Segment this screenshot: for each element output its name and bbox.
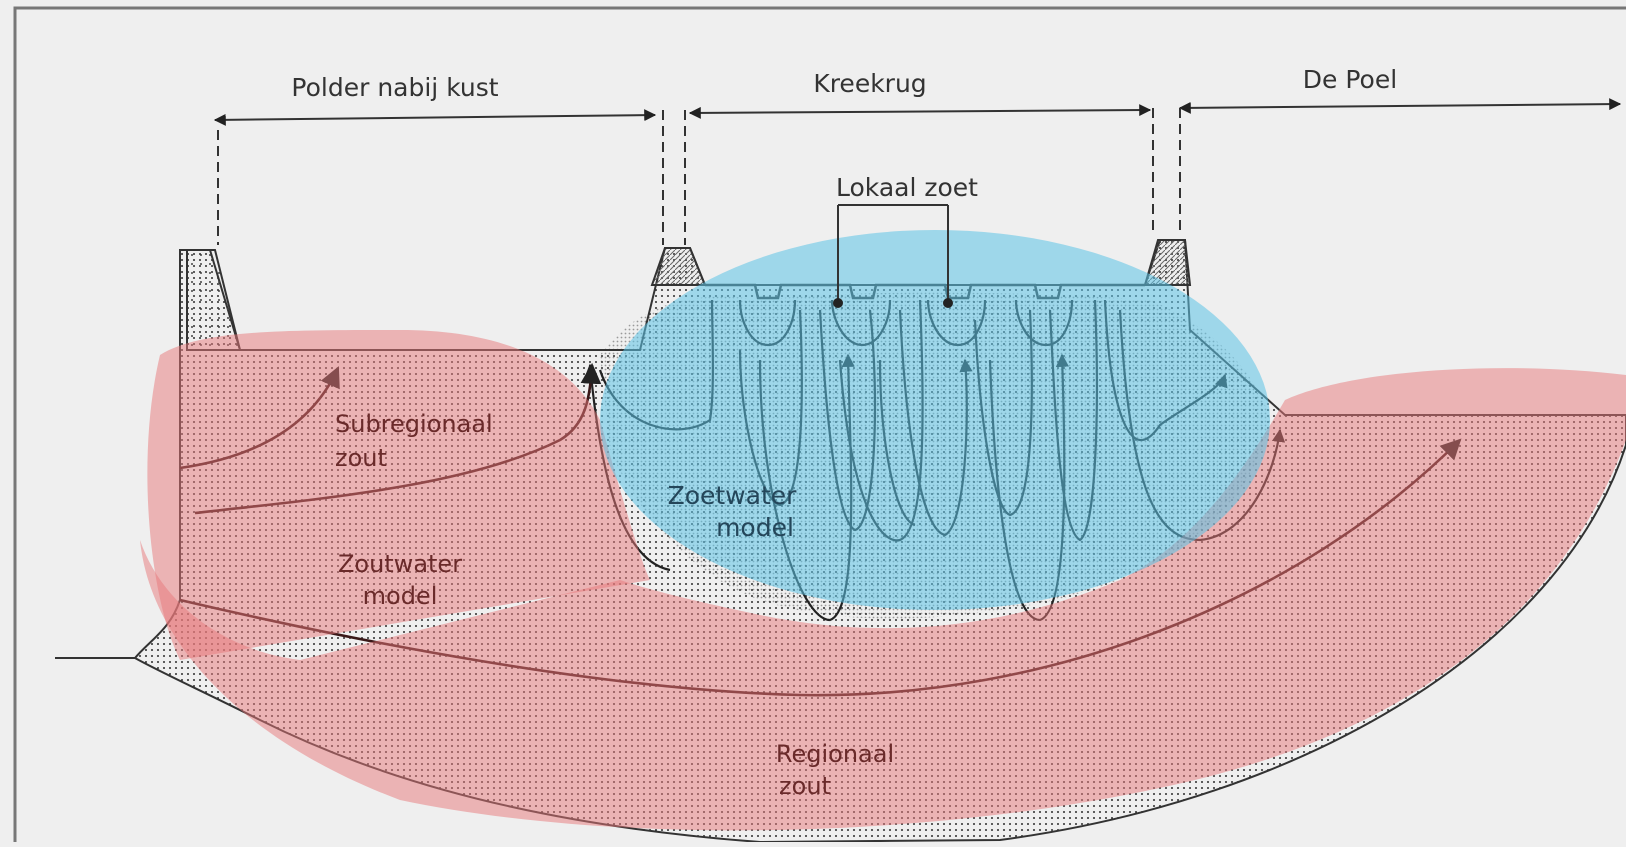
label-zoetwater-line2: model: [716, 513, 794, 542]
label-subregionaal-line1: Subregionaal: [335, 410, 493, 438]
region-label-de-poel: De Poel: [1303, 65, 1397, 94]
label-regionaal-line2: zout: [779, 772, 831, 800]
region-label-kreekrug: Kreekrug: [813, 69, 926, 98]
fresh-overlay: [600, 230, 1270, 610]
label-zoutwater-line2: model: [363, 582, 438, 610]
label-regionaal-line1: Regionaal: [776, 740, 894, 768]
label-zoetwater-line1: Zoetwater: [668, 481, 798, 510]
label-subregionaal-line2: zout: [335, 444, 387, 472]
region-label-polder: Polder nabij kust: [291, 73, 498, 102]
callout-lokaal-zoet: Lokaal zoet: [836, 173, 978, 202]
label-zoutwater-line1: Zoutwater: [338, 550, 462, 578]
